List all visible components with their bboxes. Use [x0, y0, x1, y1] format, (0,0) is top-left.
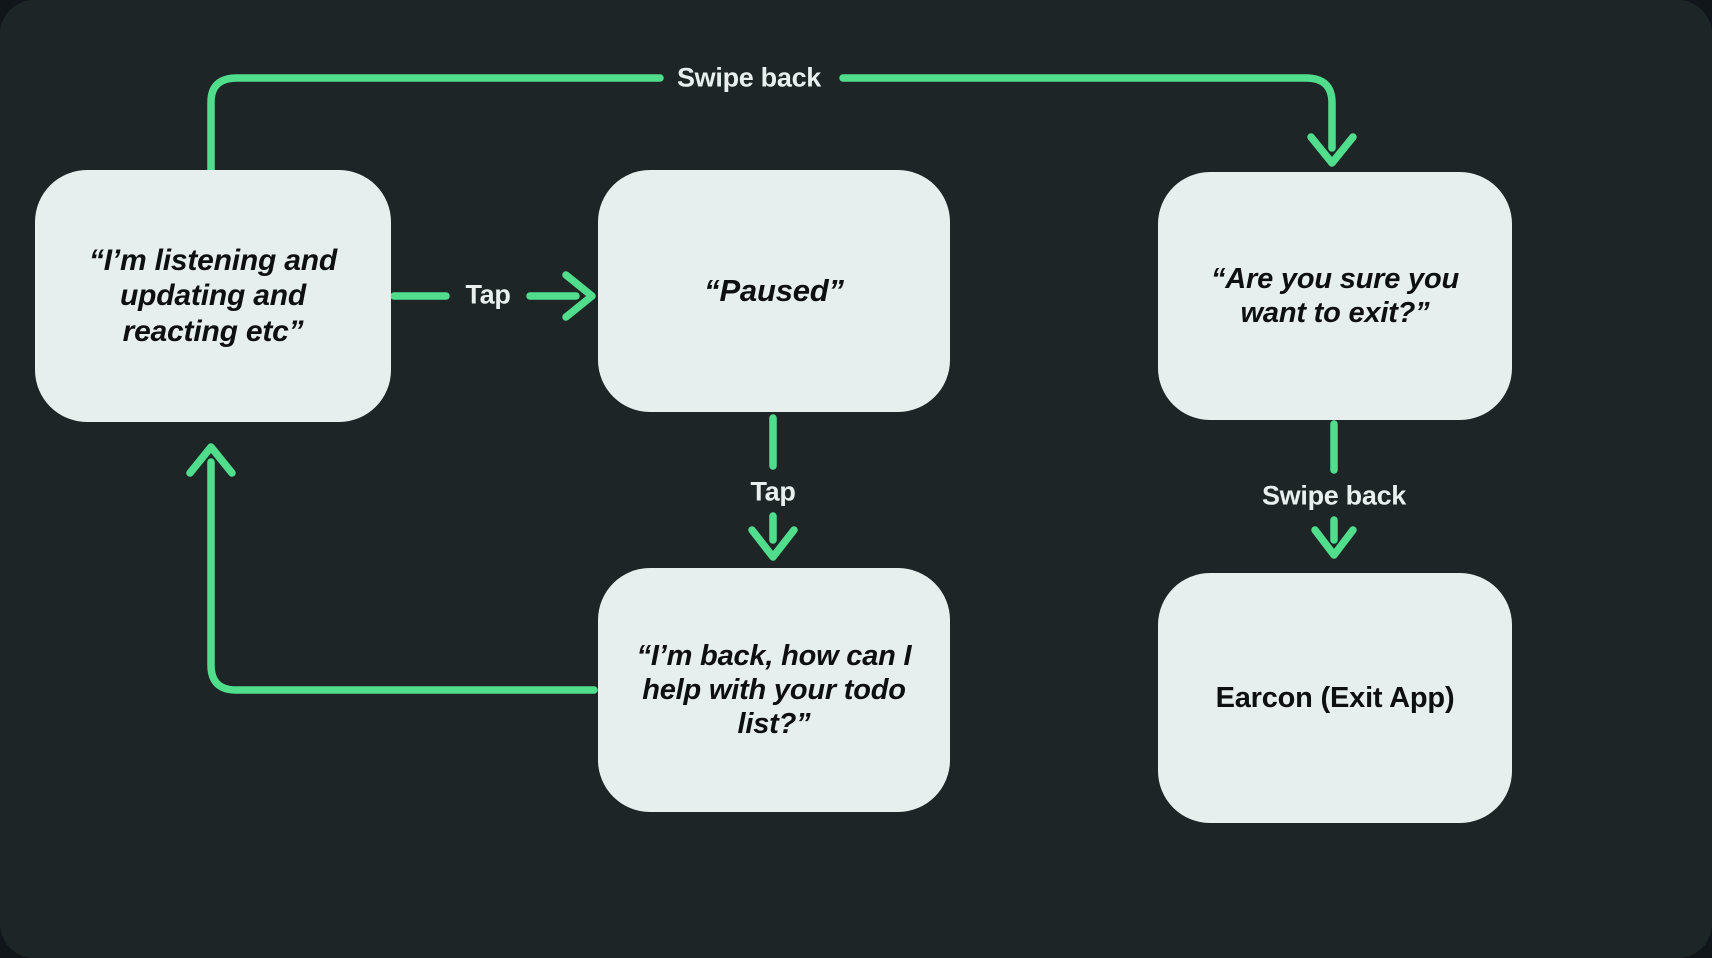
- edge-label-tap-right: Tap: [465, 279, 511, 310]
- node-earcon[interactable]: Earcon (Exit App): [1158, 573, 1512, 823]
- edge-arrowhead-return-loop: [186, 443, 236, 477]
- edge-back-to-listening: [186, 443, 598, 694]
- edge-label-swipe-back-right: Swipe back: [1261, 480, 1407, 511]
- edge-path-swipe-back-top: [207, 74, 664, 174]
- node-paused[interactable]: “Paused”: [598, 170, 950, 412]
- edge-arrowhead-swipe-back-top: [1307, 133, 1357, 167]
- edge-arrowhead-tap-down: [748, 526, 798, 561]
- node-back[interactable]: “I’m back, how can I help with your todo…: [598, 568, 950, 812]
- edge-arrowhead-tap-right: [562, 271, 596, 321]
- edge-label-swipe-back-top: Swipe back: [676, 62, 822, 93]
- node-paused-label: “Paused”: [704, 272, 844, 308]
- edge-label-tap-down: Tap: [750, 476, 796, 507]
- node-confirm-exit-label: “Are you sure you want to exit?”: [1211, 262, 1459, 329]
- edge-path-swipe-back-top-right: [839, 74, 1336, 152]
- node-earcon-label: Earcon (Exit App): [1215, 681, 1455, 714]
- edge-arrowhead-swipe-back-right: [1311, 526, 1357, 559]
- node-confirm-exit[interactable]: “Are you sure you want to exit?”: [1158, 172, 1512, 420]
- edge-path-return-loop: [207, 458, 598, 694]
- node-listening-label: “I’m listening and updating and reacting…: [88, 243, 338, 348]
- node-back-label: “I’m back, how can I help with your todo…: [636, 639, 912, 741]
- node-listening[interactable]: “I’m listening and updating and reacting…: [35, 170, 391, 422]
